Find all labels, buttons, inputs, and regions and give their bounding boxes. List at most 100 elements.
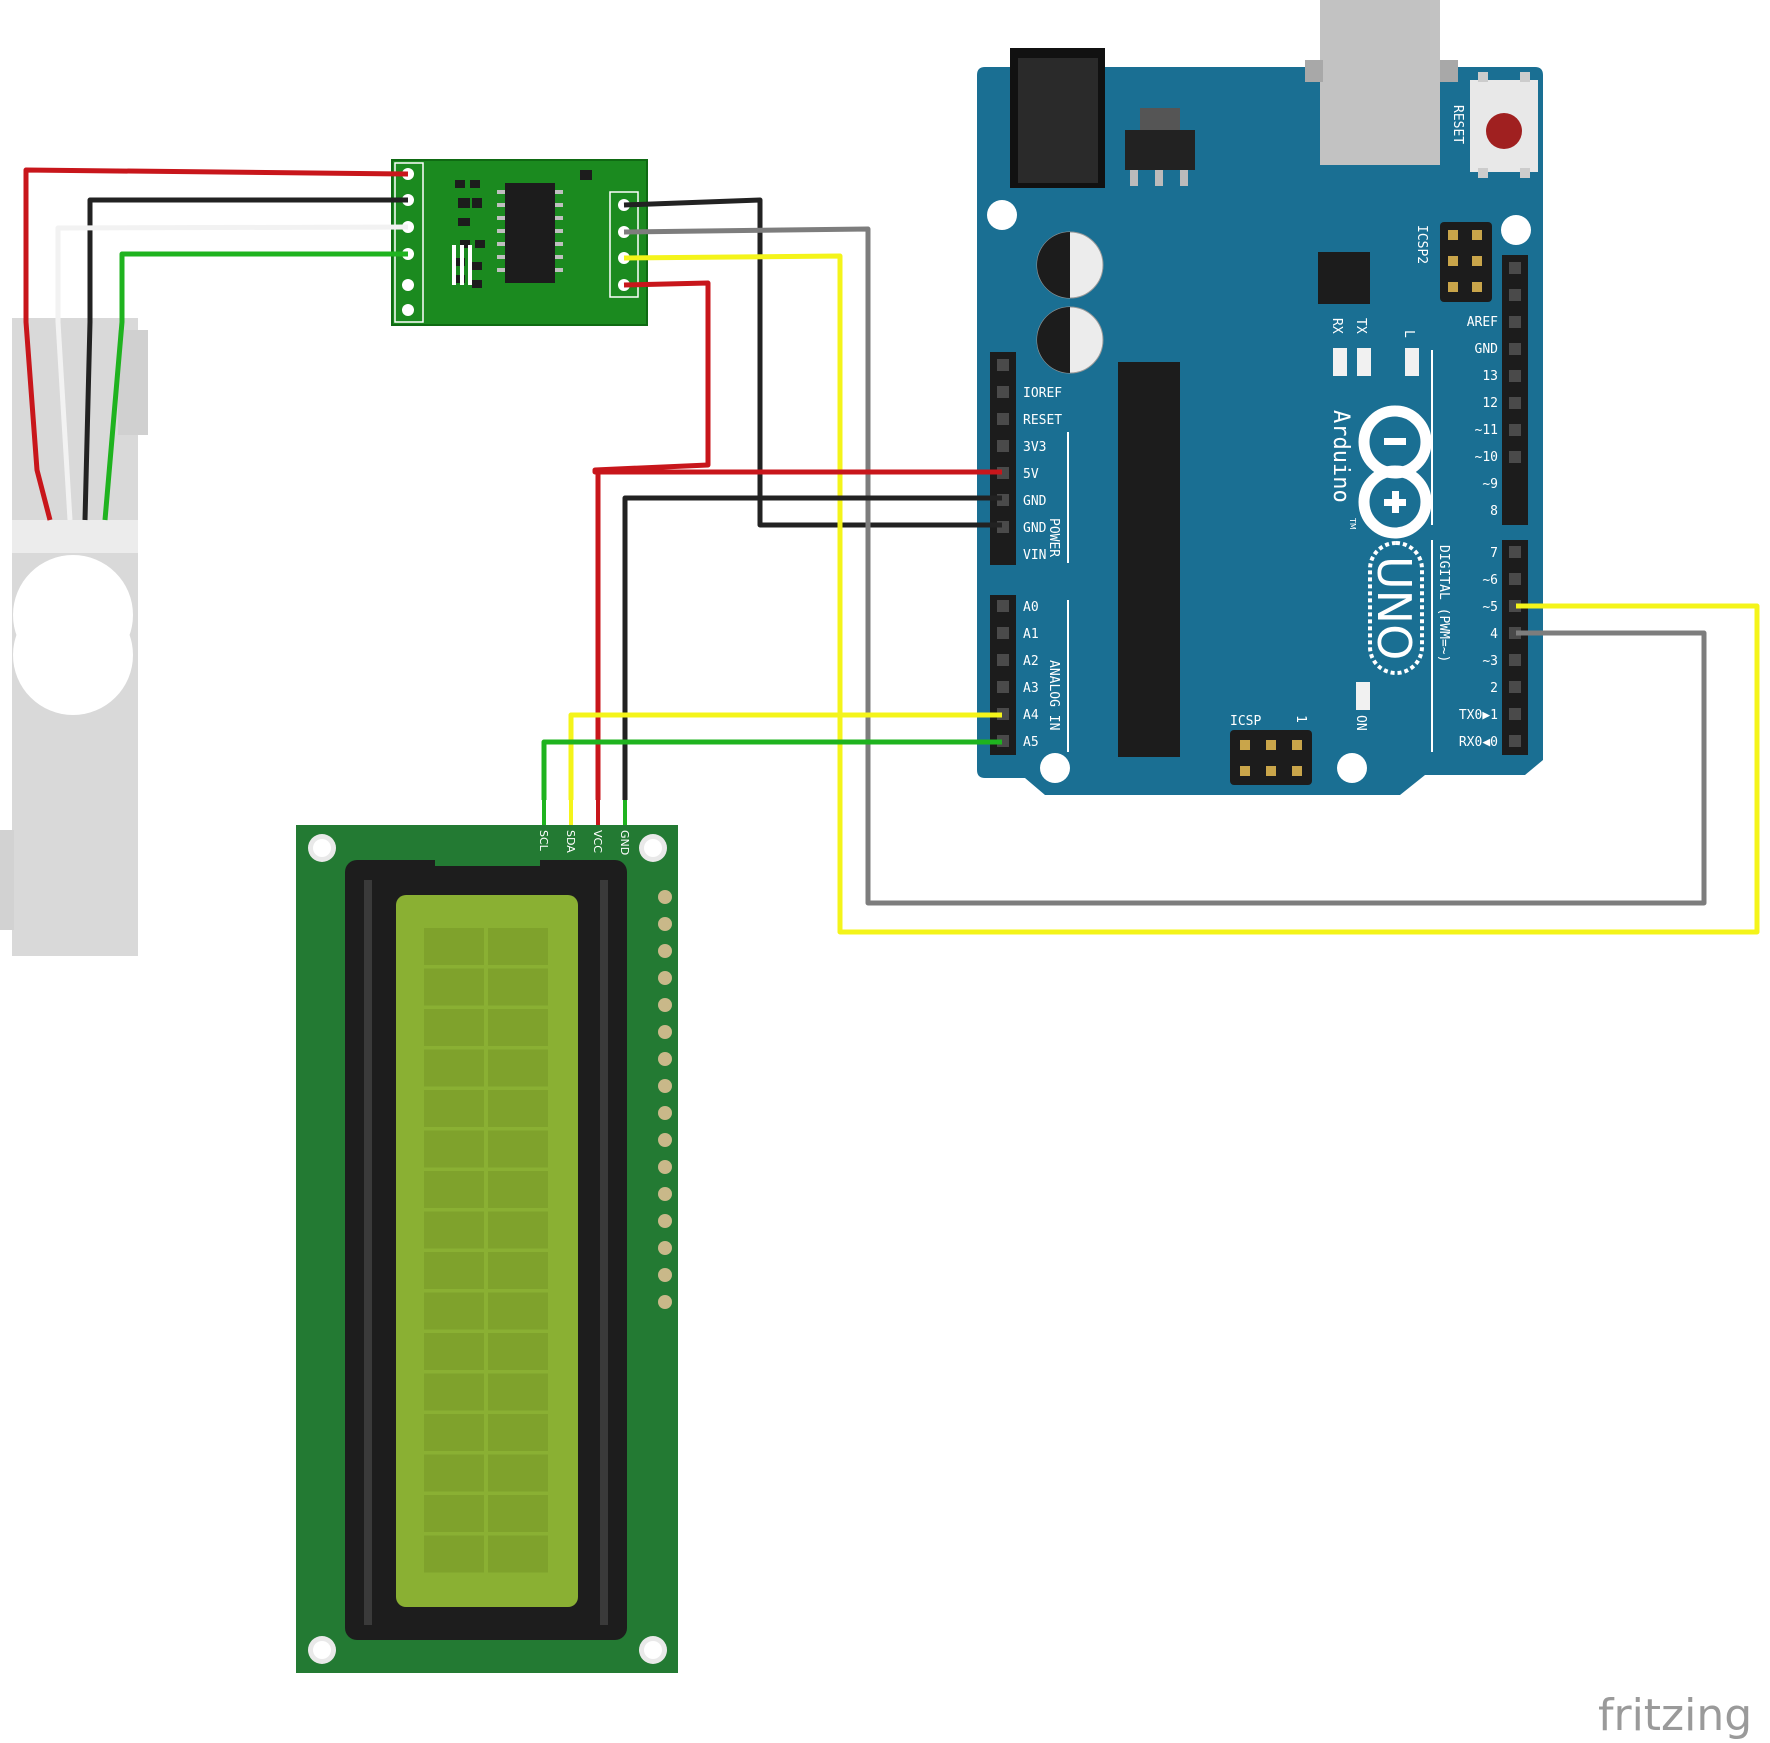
header-socket <box>1509 546 1521 558</box>
reset-label: RESET <box>1450 105 1465 144</box>
icsp-label: ICSP <box>1230 714 1261 729</box>
wire-load-cell-black <box>82 197 408 521</box>
digital-pin-label-bottom-0: 7 <box>1490 546 1498 561</box>
lcd-pad <box>658 1214 672 1228</box>
lcd-cell <box>424 1252 484 1289</box>
lcd-cell <box>424 928 484 965</box>
header-socket <box>1509 289 1521 301</box>
power-pin-label-5: GND <box>1023 521 1047 536</box>
analog-pin-label-5: A5 <box>1023 735 1039 750</box>
power-pin-label-0: IOREF <box>1023 386 1062 401</box>
digital-pin-label-top-0: AREF <box>1467 315 1498 330</box>
header-socket <box>1509 316 1521 328</box>
lcd-cell <box>424 1535 484 1573</box>
lcd-pad <box>658 1079 672 1093</box>
lcd-cell <box>424 1333 484 1370</box>
lcd-cell <box>424 1171 484 1208</box>
lcd-cell <box>424 1495 484 1532</box>
lcd-pad <box>658 1187 672 1201</box>
lcd-cell <box>488 1454 548 1492</box>
lcd-cell <box>488 1292 548 1330</box>
lcd-cell <box>488 1414 548 1451</box>
lcd-cell <box>424 1414 484 1451</box>
lcd-pad <box>658 1106 672 1120</box>
lcd-cell <box>488 1009 548 1046</box>
fritzing-watermark: fritzing <box>1598 1690 1752 1741</box>
digital-pin-label-bottom-3: 4 <box>1490 627 1498 642</box>
lcd-cell <box>488 1252 548 1289</box>
lcd-cell <box>424 1373 484 1411</box>
header-socket <box>997 386 1009 398</box>
arduino-pin-sockets <box>997 262 1521 747</box>
digital-pin-label-top-7: 8 <box>1490 504 1498 519</box>
lcd-pad <box>658 1268 672 1282</box>
lcd-cell <box>424 1009 484 1046</box>
lcd-pin-label-vcc: VCC <box>591 830 604 853</box>
digital-pin-label-bottom-5: 2 <box>1490 681 1498 696</box>
lcd-cell <box>488 1171 548 1208</box>
lcd-cell <box>488 968 548 1006</box>
wire-load-cell-red <box>23 167 409 521</box>
lcd-pad <box>658 1025 672 1039</box>
digital-pin-label-bottom-4: ~3 <box>1482 654 1498 669</box>
header-socket <box>1509 343 1521 355</box>
header-socket <box>1509 370 1521 382</box>
wire-lcd-scl <box>541 739 1002 800</box>
wire-load-cell-green <box>102 251 408 521</box>
lcd-cell <box>488 1373 548 1411</box>
lcd-pad <box>658 890 672 904</box>
header-socket <box>1509 600 1521 612</box>
analog-pin-label-3: A3 <box>1023 681 1039 696</box>
digital-pin-label-top-4: ~11 <box>1475 423 1498 438</box>
power-pin-label-4: GND <box>1023 494 1047 509</box>
header-socket <box>997 359 1009 371</box>
header-socket <box>997 440 1009 452</box>
lcd-cell <box>488 1211 548 1249</box>
lcd-cell <box>488 1090 548 1127</box>
wire-hx711-gnd <box>623 197 1002 528</box>
digital-header-label: DIGITAL (PWM=~) <box>1436 545 1451 662</box>
lcd-cell <box>424 1211 484 1249</box>
wire-hx711-dt <box>623 226 1707 906</box>
header-socket <box>997 413 1009 425</box>
lcd-pin-label-gnd: GND <box>618 830 631 855</box>
lcd-cell <box>488 1535 548 1573</box>
header-socket <box>1509 681 1521 693</box>
lcd-pad <box>658 1133 672 1147</box>
lcd-pad <box>658 1295 672 1309</box>
lcd-cell <box>488 1333 548 1370</box>
header-socket <box>1509 262 1521 274</box>
header-socket <box>1509 424 1521 436</box>
lcd-cell <box>488 1130 548 1168</box>
lcd-pad <box>658 944 672 958</box>
hx711-module <box>391 159 648 326</box>
lcd-pad <box>658 917 672 931</box>
lcd-cell <box>424 1130 484 1168</box>
load-cell <box>0 318 148 956</box>
analog-pin-label-0: A0 <box>1023 600 1039 615</box>
lcd-character-grid <box>424 928 548 1573</box>
power-header-label: POWER <box>1046 518 1061 557</box>
header-socket <box>997 654 1009 666</box>
wire-lcd-gnd <box>622 495 1002 800</box>
header-socket <box>997 681 1009 693</box>
rx-label: RX <box>1329 318 1344 334</box>
lcd-cell <box>424 1292 484 1330</box>
arduino-tm-label: TM <box>1348 517 1357 530</box>
header-socket <box>1509 573 1521 585</box>
icsp2-label: ICSP2 <box>1414 225 1429 264</box>
wire-hx711-sck <box>623 253 1760 935</box>
wire-hx711-vcc <box>592 280 1002 475</box>
header-socket <box>1509 735 1521 747</box>
header-socket <box>997 600 1009 612</box>
digital-pin-label-bottom-6: TX0▶1 <box>1459 708 1498 723</box>
power-pin-label-3: 5V <box>1023 467 1039 482</box>
lcd-pad <box>658 971 672 985</box>
header-socket <box>1509 627 1521 639</box>
power-pin-label-6: VIN <box>1023 548 1046 563</box>
